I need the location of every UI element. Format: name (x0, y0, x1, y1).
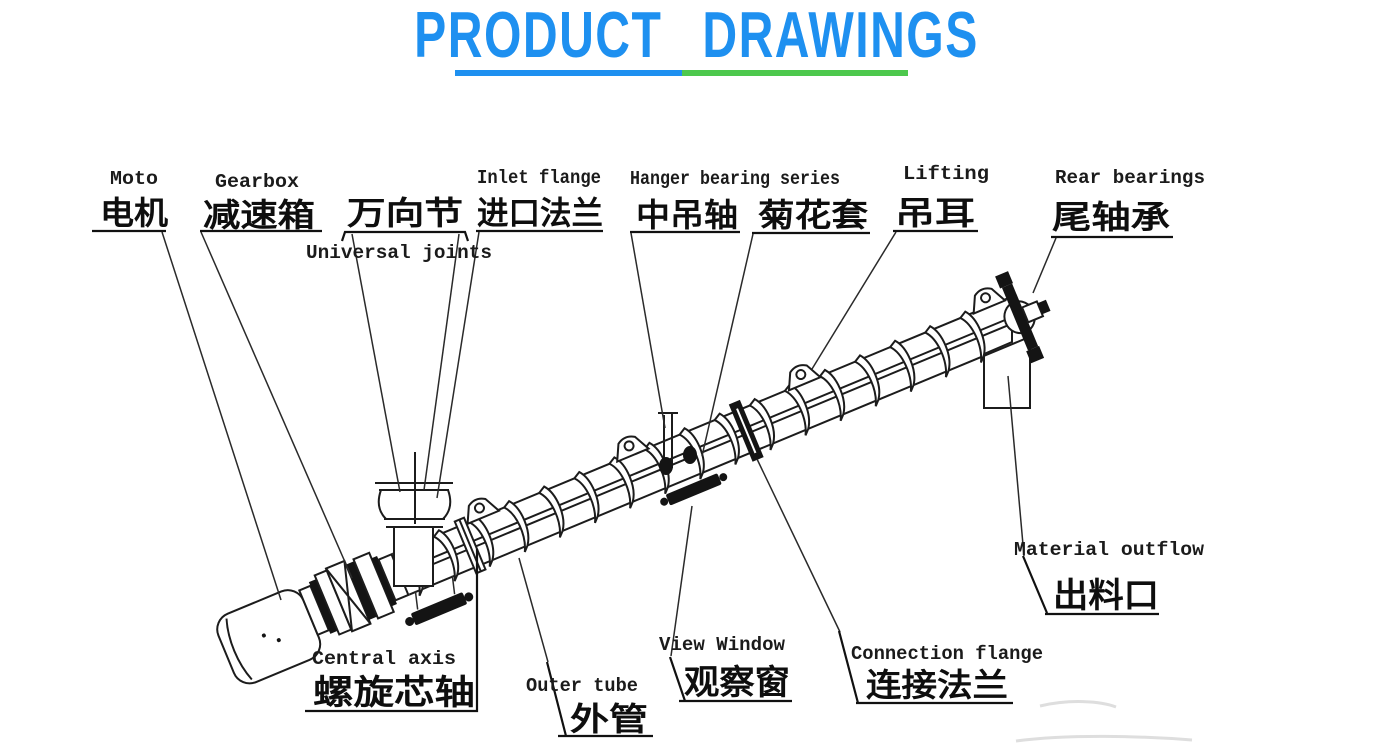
label-rear-bearings-zh: 尾轴承 (1052, 199, 1170, 235)
label-universal-joints-en: Universal joints (306, 242, 492, 264)
leader-gearbox (200, 231, 353, 579)
bolted-bracket (405, 575, 474, 626)
label-rear-bearings-en: Rear bearings (1055, 167, 1205, 189)
label-central-axis-zh: 螺旋芯轴 (313, 674, 475, 712)
label-motor-zh: 电机 (100, 195, 168, 231)
leader-lines (161, 231, 1057, 663)
gearbox-drawing (297, 551, 410, 637)
label-connection-flange-zh: 连接法兰 (866, 667, 1008, 703)
leader-motor (161, 231, 282, 601)
labels-chinese: 电机 减速箱 万向节 进口法兰 中吊轴 菊花套 吊耳 尾轴承 螺旋芯轴 外管 观… (100, 195, 1170, 737)
leader-material-outflow (1007, 375, 1025, 557)
watermark-smudge (1015, 700, 1193, 743)
label-inlet-flange-zh: 进口法兰 (477, 195, 603, 231)
label-central-axis-en: Central axis (312, 648, 456, 670)
title-underline-blue (455, 70, 682, 76)
label-outer-tube-zh: 外管 (570, 701, 648, 737)
leader-connection-flange (756, 458, 841, 633)
leader-outer-tube (518, 557, 549, 663)
label-connection-flange-en: Connection flange (851, 643, 1043, 665)
label-underlines (92, 229, 1173, 738)
leader-lifting (811, 231, 897, 370)
leader-view-window (670, 505, 693, 657)
label-material-outflow-en: Material outflow (1014, 539, 1205, 561)
view-window-drawing (660, 473, 728, 506)
label-motor-en: Moto (110, 168, 158, 190)
leader-inlet-flange (436, 231, 480, 499)
label-lifting-zh: 吊耳 (895, 195, 975, 231)
label-gearbox-zh: 减速箱 (203, 197, 315, 233)
label-material-outflow-zh: 出料口 (1053, 577, 1159, 615)
label-hanger-bearing-zh: 中吊轴 (636, 197, 738, 233)
leader-universal-right (423, 233, 460, 491)
labels-english: Moto Gearbox Universal joints Inlet flan… (110, 163, 1205, 697)
label-inlet-flange-en: Inlet flange (477, 167, 601, 189)
leader-flower-sleeve (701, 233, 754, 457)
label-outer-tube-en: Outer tube (526, 675, 638, 697)
label-flower-sleeve-zh: 菊花套 (758, 197, 868, 233)
page-title-text: PRODUCT DRAWINGS (413, 0, 979, 71)
label-lifting-en: Lifting (903, 163, 989, 185)
conveyor-tube-assembly (216, 271, 1051, 685)
screw-shaft (401, 315, 1016, 578)
inlet-funnel-drawing (375, 452, 453, 587)
label-view-window-zh: 观察窗 (684, 664, 790, 702)
leader-universal-left (351, 233, 401, 493)
label-universal-joints-zh: 万向节 (347, 195, 463, 231)
leader-hanger-bearing (630, 232, 666, 429)
title-underline-green (682, 70, 908, 76)
leader-rear-bearings (1032, 237, 1057, 294)
label-hanger-bearing-en: Hanger bearing series (630, 168, 840, 190)
label-gearbox-en: Gearbox (215, 171, 299, 193)
page-title: PRODUCT DRAWINGS (0, 2, 1392, 67)
label-view-window-en: View Window (659, 634, 786, 656)
connection-flange-drawing (728, 399, 764, 462)
rear-bearing-drawing (995, 271, 1051, 364)
